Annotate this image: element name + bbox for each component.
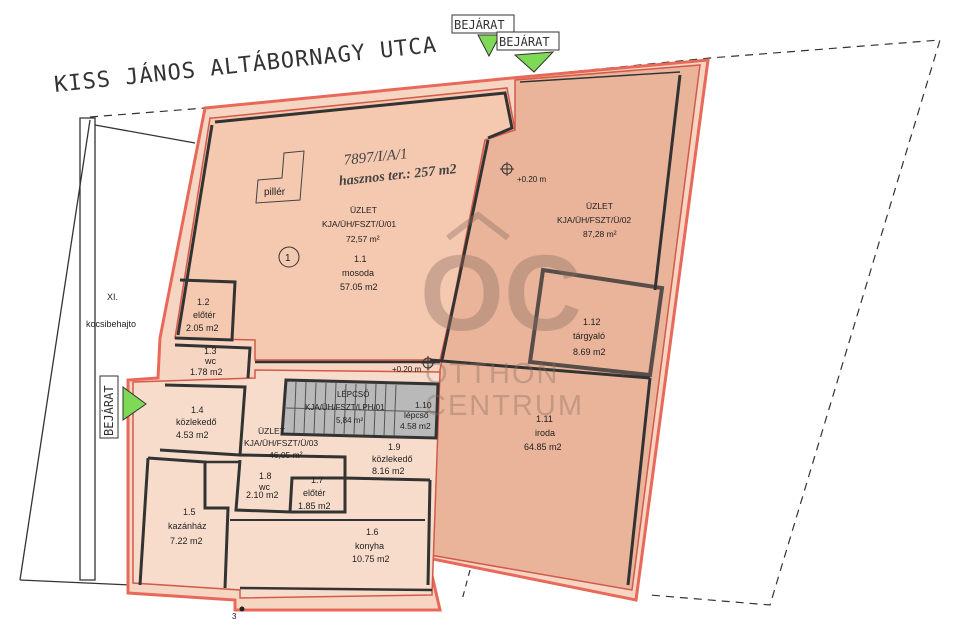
svg-text:1.3: 1.3 xyxy=(204,346,217,356)
pillar-label: pillér xyxy=(264,187,286,198)
svg-text:wc: wc xyxy=(204,356,216,366)
svg-text:1.78 m2: 1.78 m2 xyxy=(190,367,223,377)
svg-text:+0.20 m: +0.20 m xyxy=(392,365,421,374)
entrance-top-1: BEJÁRAT xyxy=(451,14,515,58)
site-boundary xyxy=(89,39,941,606)
svg-text:wc: wc xyxy=(258,482,270,492)
svg-text:4.53 m2: 4.53 m2 xyxy=(176,430,209,440)
svg-text:1.8: 1.8 xyxy=(259,471,272,481)
svg-text:tárgyaló: tárgyaló xyxy=(573,331,605,341)
svg-text:2.10 m2: 2.10 m2 xyxy=(246,490,279,500)
unit-01-label: ÜZLET KJA/ÜH/FSZT/Ü/01 72,57 m² xyxy=(322,205,396,244)
entrance-label: BEJÁRAT xyxy=(101,385,116,436)
room-1-12: 1.12 tárgyaló 8.69 m2 xyxy=(573,317,606,357)
svg-text:1.2: 1.2 xyxy=(197,297,210,307)
watermark-line1: OTTHON xyxy=(425,358,559,390)
svg-text:KJA/ÜH/FSZT/Ü/02: KJA/ÜH/FSZT/Ü/02 xyxy=(557,215,631,225)
svg-text:1.4: 1.4 xyxy=(191,405,204,415)
stair-label: LÉPCSŐ KJA/ÜH/FSZT/LPH/01 5,84 m² xyxy=(305,390,385,425)
room-1-3: 1.3 wc 1.78 m2 xyxy=(190,346,223,377)
svg-text:kazánház: kazánház xyxy=(168,521,207,531)
entrance-top-2: BEJÁRAT xyxy=(496,31,560,73)
svg-text:ÜZLET: ÜZLET xyxy=(586,201,613,211)
unit-03-label: ÜZLET KJA/ÜH/FSZT/Ü/03 46,05 m² xyxy=(244,426,318,460)
watermark-line2: CENTRUM xyxy=(425,390,584,422)
svg-text:87,28 m²: 87,28 m² xyxy=(583,229,617,239)
svg-text:1.5: 1.5 xyxy=(183,507,196,517)
street-name: KISS JÁNOS ALTÁBORNAGY UTCA xyxy=(53,32,438,98)
svg-text:1.85 m2: 1.85 m2 xyxy=(298,501,331,511)
svg-text:1.7: 1.7 xyxy=(311,475,324,485)
unit-01-area xyxy=(174,87,516,361)
svg-text:1.9: 1.9 xyxy=(388,442,401,452)
svg-text:1.1: 1.1 xyxy=(354,254,367,264)
svg-text:8.16 m2: 8.16 m2 xyxy=(372,466,405,476)
svg-text:mosoda: mosoda xyxy=(342,268,374,278)
unit-marker: 1 xyxy=(278,246,300,268)
svg-text:1.6: 1.6 xyxy=(366,527,379,537)
svg-text:57.05 m2: 57.05 m2 xyxy=(340,282,378,292)
svg-text:1.12: 1.12 xyxy=(583,317,601,327)
svg-text:lépcső: lépcső xyxy=(404,410,429,420)
svg-text:2.05 m2: 2.05 m2 xyxy=(186,323,219,333)
interior-walls xyxy=(138,91,514,592)
svg-text:ÜZLET: ÜZLET xyxy=(258,426,285,436)
svg-text:előtér: előtér xyxy=(193,310,216,320)
svg-text:1.11: 1.11 xyxy=(536,414,553,424)
svg-text:közlekedő: közlekedő xyxy=(176,417,217,427)
entrance-left: BEJÁRAT xyxy=(99,375,147,439)
svg-text:5,84 m²: 5,84 m² xyxy=(336,416,363,425)
svg-text:1: 1 xyxy=(285,253,291,264)
svg-text:4.58 m2: 4.58 m2 xyxy=(400,421,431,431)
level-mark-2: +0.20 m xyxy=(392,356,435,374)
room-1-9: 1.9 közlekedő 8.16 m2 xyxy=(372,442,413,476)
room-1-5: 1.5 kazánház 7.22 m2 xyxy=(168,507,207,546)
unit-02-label: ÜZLET KJA/ÜH/FSZT/Ü/02 87,28 m² xyxy=(557,201,631,239)
stair-block xyxy=(280,378,440,440)
room-1-7: 1.7 előtér 1.85 m2 xyxy=(298,475,331,511)
driveway-number: XI. xyxy=(107,292,118,302)
svg-text:+0.20 m: +0.20 m xyxy=(517,175,546,184)
driveway xyxy=(19,117,196,586)
svg-text:1.10: 1.10 xyxy=(415,400,432,410)
svg-text:64.85 m2: 64.85 m2 xyxy=(524,442,562,452)
svg-text:8.69 m2: 8.69 m2 xyxy=(573,347,606,357)
room-1-2: 1.2 előtér 2.05 m2 xyxy=(186,297,219,333)
pillar: pillér xyxy=(255,150,305,204)
plot-id: 7897/I/A/1 xyxy=(343,146,408,169)
corner-number: 3 xyxy=(232,612,237,621)
room-1-8: 1.8 wc 2.10 m2 xyxy=(246,471,279,500)
svg-text:46,05 m²: 46,05 m² xyxy=(269,450,303,460)
level-mark-1: +0.20 m xyxy=(500,162,546,184)
room-1-1: 1.1 mosoda 57.05 m2 xyxy=(340,254,378,292)
svg-text:72,57 m²: 72,57 m² xyxy=(346,234,380,244)
svg-text:ÜZLET: ÜZLET xyxy=(350,205,377,215)
svg-text:közlekedő: közlekedő xyxy=(372,454,413,464)
svg-text:előtér: előtér xyxy=(303,488,326,498)
svg-text:LÉPCSŐ: LÉPCSŐ xyxy=(337,390,369,399)
svg-text:KJA/ÜH/FSZT/Ü/03: KJA/ÜH/FSZT/Ü/03 xyxy=(244,438,318,448)
entrance-label: BEJÁRAT xyxy=(499,34,550,49)
svg-text:KJA/ÜH/FSZT/Ü/01: KJA/ÜH/FSZT/Ü/01 xyxy=(322,219,396,229)
driveway-label: kocsibehajto xyxy=(86,319,136,329)
room-1-11: 1.11 iroda 64.85 m2 xyxy=(524,414,562,452)
svg-text:10.75 m2: 10.75 m2 xyxy=(352,554,390,564)
entrance-label: BEJÁRAT xyxy=(454,17,505,32)
room-1-4: 1.4 közlekedő 4.53 m2 xyxy=(176,405,217,440)
watermark-monogram: OC xyxy=(420,232,582,353)
corner-dot xyxy=(239,606,245,612)
room-1-12-outline xyxy=(527,267,665,378)
watermark-logo: OC OTTHON CENTRUM xyxy=(420,211,584,422)
svg-text:iroda: iroda xyxy=(535,428,555,438)
svg-text:konyha: konyha xyxy=(355,541,384,551)
room-1-10: 1.10 lépcső 4.58 m2 xyxy=(400,400,432,431)
room-1-6: 1.6 konyha 10.75 m2 xyxy=(352,527,390,564)
svg-text:7.22 m2: 7.22 m2 xyxy=(170,536,203,546)
svg-text:KJA/ÜH/FSZT/LPH/01: KJA/ÜH/FSZT/LPH/01 xyxy=(305,403,385,412)
